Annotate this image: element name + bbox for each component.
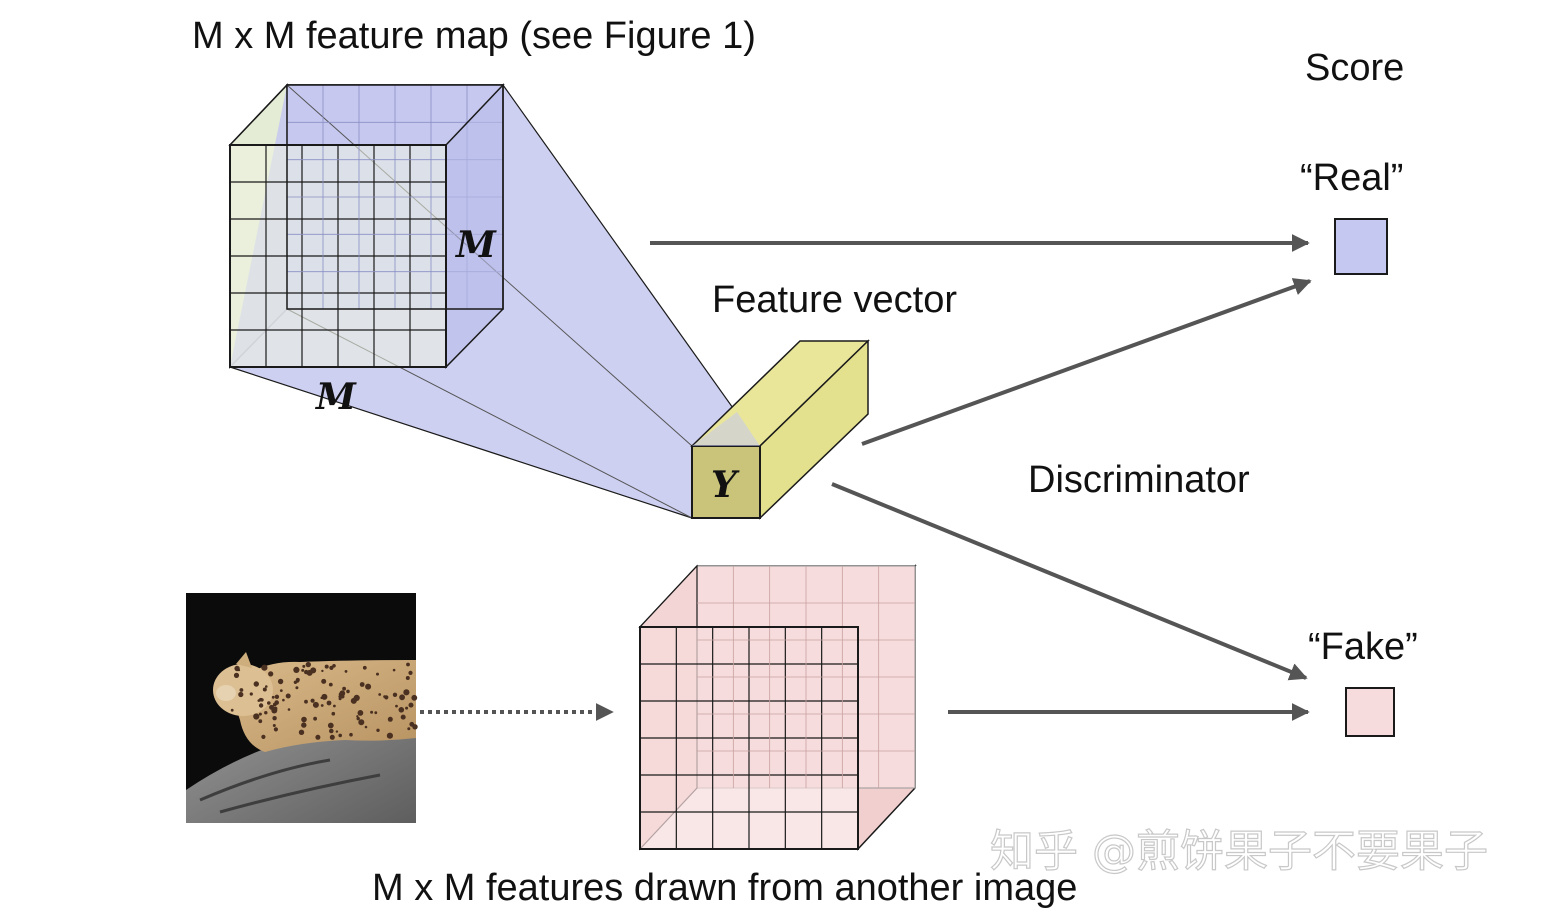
bottom-caption: M x M features drawn from another image xyxy=(372,867,1077,909)
feature-vector-bar xyxy=(690,339,870,520)
real-label: “Real” xyxy=(1300,157,1403,199)
feature-vector-label: Feature vector xyxy=(712,279,957,321)
discriminator-label: Discriminator xyxy=(1028,459,1250,501)
fake-score-square xyxy=(1345,687,1395,737)
leopard-photo xyxy=(186,593,418,823)
bottom-feature-cube xyxy=(638,564,917,851)
y-label: Y xyxy=(711,464,740,506)
top-feature-map-cube xyxy=(228,83,761,519)
bar-front-face xyxy=(691,445,761,519)
arrow-vector-to-fake xyxy=(831,482,1308,681)
m-bottom-label: M xyxy=(314,376,357,418)
fake-label: “Fake” xyxy=(1308,626,1418,668)
pink-cube-grid xyxy=(640,566,915,849)
top-title: M x M feature map (see Figure 1) xyxy=(192,15,756,57)
score-label: Score xyxy=(1305,47,1404,89)
arrow-vector-to-real xyxy=(861,278,1312,446)
m-side-label: M xyxy=(454,224,497,266)
watermark: 知乎 @煎饼果子不要果子 xyxy=(990,826,1488,877)
real-score-square xyxy=(1334,218,1388,275)
